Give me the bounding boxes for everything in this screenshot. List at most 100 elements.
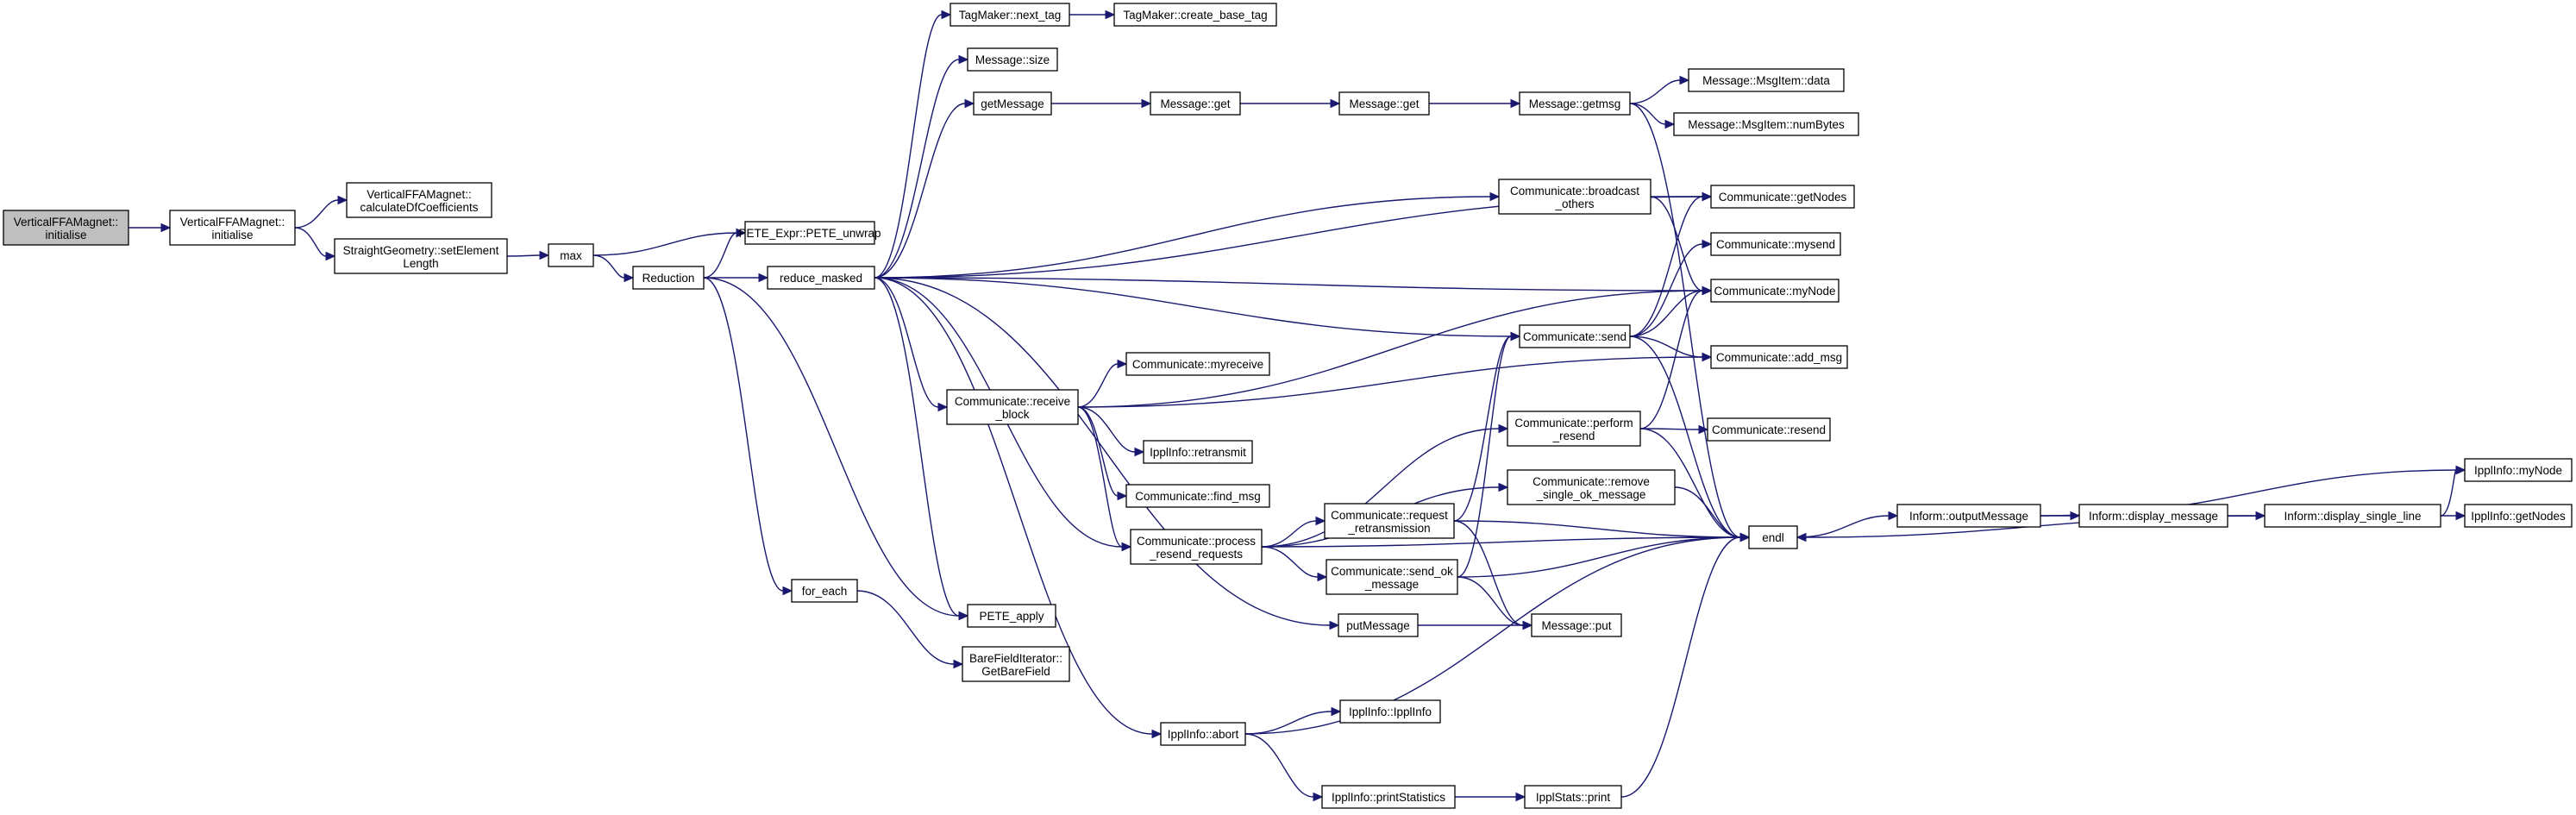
node-box [1326, 559, 1458, 595]
node-box [1519, 91, 1631, 116]
node-comm-getnodes[interactable]: Communicate::getNodes [1710, 185, 1855, 209]
node-calc-df[interactable]: VerticalFFAMagnet::calculateDfCoefficien… [346, 182, 492, 218]
node-label: Communicate::perform [1514, 417, 1633, 429]
node-comm-recvblock[interactable]: Communicate::receive_block [946, 389, 1079, 425]
edge-endl-to-inform-output [1796, 515, 1890, 538]
node-ippl-getnodes[interactable]: IpplInfo::getNodes [2464, 504, 2573, 528]
arrowhead-tag-create [1105, 9, 1116, 20]
node-pete-apply[interactable]: PETE_apply [967, 604, 1056, 628]
node-root[interactable]: VerticalFFAMagnet::initialise [3, 210, 129, 246]
arrowhead-endl [1739, 532, 1751, 542]
node-ippl-mynode[interactable]: IpplInfo::myNode [2464, 458, 2573, 482]
edge-comm-procresend-to-comm-sendok [1261, 546, 1319, 578]
node-comm-perfresend[interactable]: Communicate::perform_resend [1507, 411, 1641, 447]
node-reduction[interactable]: Reduction [632, 266, 705, 290]
node-pete-unwrap[interactable]: PETE_Expr::PETE_unwrap [738, 221, 881, 245]
node-comm-sendok[interactable]: Communicate::send_ok_message [1326, 559, 1458, 595]
node-msg-get2[interactable]: Message::get [1338, 91, 1430, 116]
node-comm-broadcast[interactable]: Communicate::broadcast_others [1498, 179, 1652, 215]
arrowhead-comm-sendok [1317, 572, 1328, 582]
node-comm-myreceive[interactable]: Communicate::myreceive [1125, 352, 1270, 376]
edge-comm-send-to-comm-addmsg [1629, 335, 1703, 358]
edge-reduction-to-pete-unwrap [703, 232, 737, 279]
arrowhead-pete-unwrap [736, 228, 747, 238]
edge-comm-removeok-to-endl [1674, 486, 1741, 538]
node-box [1125, 484, 1270, 508]
node-msgitem-numbytes[interactable]: Message::MsgItem::numBytes [1673, 112, 1859, 136]
node-label: reduce_masked [780, 272, 862, 285]
node-box [2464, 458, 2573, 482]
node-endl[interactable]: endl [1748, 525, 1798, 549]
node-box [1707, 417, 1831, 442]
arrowhead-comm-broadcast [1489, 191, 1501, 202]
node-msgitem-data[interactable]: Message::MsgItem::data [1688, 68, 1845, 92]
node-reduce-masked[interactable]: reduce_masked [767, 266, 875, 290]
node-comm-resend[interactable]: Communicate::resend [1707, 417, 1831, 442]
edge-reduction-to-pete-apply [703, 277, 960, 617]
node-label: Inform::display_single_line [2284, 510, 2421, 523]
node-inform-single[interactable]: Inform::display_single_line [2264, 504, 2441, 528]
node-label: _single_ok_message [1536, 488, 1646, 501]
node-box [1524, 785, 1622, 809]
node-label: Communicate::remove [1532, 475, 1650, 488]
edge-vffa-init-to-calc-df [294, 199, 339, 229]
node-msg-getmsg[interactable]: Message::getmsg [1519, 91, 1631, 116]
edge-comm-perfresend-to-comm-mynode [1639, 290, 1703, 429]
node-msg-size[interactable]: Message::size [967, 47, 1058, 72]
node-ippl-retransmit[interactable]: IpplInfo::retransmit [1143, 440, 1253, 464]
edge-msg-getmsg-to-endl [1629, 103, 1741, 538]
edge-vffa-init-to-sg-setlen [294, 227, 327, 257]
node-inform-display[interactable]: Inform::display_message [2078, 504, 2228, 528]
node-ipplstats-print[interactable]: IpplStats::print [1524, 785, 1622, 809]
node-for-each[interactable]: for_each [791, 579, 858, 603]
node-box [346, 182, 492, 218]
node-max[interactable]: max [548, 243, 594, 267]
node-label: IpplInfo::printStatistics [1332, 791, 1445, 804]
node-comm-findmsg[interactable]: Communicate::find_msg [1125, 484, 1270, 508]
edge-comm-recvblock-to-ippl-retransmit [1077, 406, 1136, 453]
node-label: Message::get [1349, 97, 1419, 110]
edge-inform-single-to-ippl-mynode [2440, 469, 2457, 517]
node-vffa-init[interactable]: VerticalFFAMagnet::initialise [169, 210, 296, 246]
node-ippl-abort[interactable]: IpplInfo::abort [1160, 722, 1246, 746]
edge-reduce-masked-to-msg-size [874, 59, 960, 279]
node-bfi-getbare[interactable]: BareFieldIterator::GetBareField [962, 646, 1070, 682]
node-tag-next[interactable]: TagMaker::next_tag [950, 3, 1070, 27]
edge-comm-send-to-endl [1629, 335, 1741, 538]
node-comm-addmsg[interactable]: Communicate::add_msg [1710, 345, 1848, 369]
node-comm-procresend[interactable]: Communicate::process_resend_requests [1130, 529, 1263, 565]
node-label: Message::MsgItem::data [1702, 74, 1830, 87]
node-comm-send[interactable]: Communicate::send [1519, 324, 1631, 348]
node-label: endl [1762, 531, 1784, 544]
edge-comm-recvblock-to-comm-procresend [1077, 406, 1123, 548]
node-comm-mysend[interactable]: Communicate::mysend [1710, 232, 1841, 256]
arrowhead-comm-send [1510, 331, 1521, 342]
node-msg-get1[interactable]: Message::get [1150, 91, 1241, 116]
edge-comm-procresend-to-endl [1261, 536, 1741, 548]
node-msg-put[interactable]: Message::put [1531, 613, 1622, 637]
node-comm-mynode[interactable]: Communicate::myNode [1710, 279, 1840, 303]
arrowhead-tag-next [941, 9, 952, 20]
arrowhead-comm-perfresend [1498, 423, 1509, 434]
edge-comm-sendok-to-endl [1457, 536, 1741, 578]
node-ippl-ipplinfo[interactable]: IpplInfo::IpplInfo [1339, 699, 1441, 724]
node-label: _others [1554, 197, 1594, 210]
node-tag-create[interactable]: TagMaker::create_base_tag [1113, 3, 1277, 27]
arrowhead-reduction [624, 273, 635, 283]
arrowhead-ippl-abort [1151, 729, 1163, 739]
node-comm-reqretrans[interactable]: Communicate::request_retransmission [1324, 503, 1455, 539]
node-put-message[interactable]: putMessage [1338, 613, 1419, 637]
node-box [1673, 112, 1859, 136]
node-get-message[interactable]: getMessage [973, 91, 1052, 116]
node-inform-output[interactable]: Inform::outputMessage [1896, 504, 2041, 528]
node-comm-removeok[interactable]: Communicate::remove_single_ok_message [1507, 469, 1676, 505]
node-ippl-printstats[interactable]: IpplInfo::printStatistics [1321, 785, 1456, 809]
edge-msg-getmsg-to-msgitem-data [1629, 79, 1681, 104]
arrowhead-endl [1796, 532, 1807, 542]
arrowhead-for-each [782, 586, 793, 596]
node-box [967, 47, 1058, 72]
node-label: Message::put [1541, 619, 1611, 632]
node-label: IpplInfo::getNodes [2471, 510, 2566, 523]
